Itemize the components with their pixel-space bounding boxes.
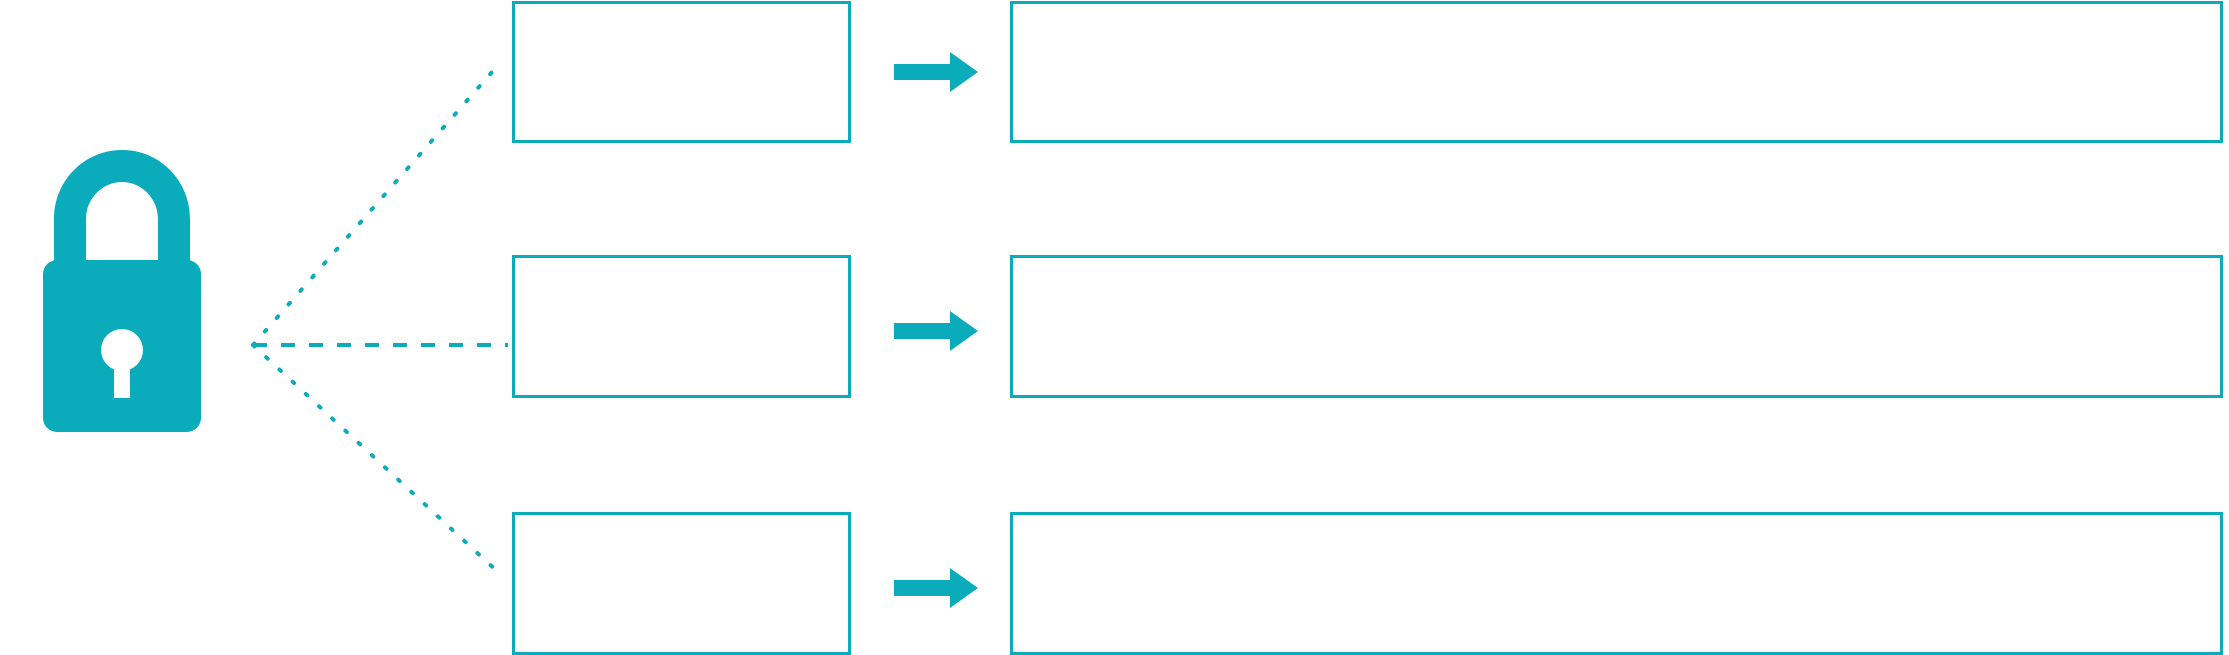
right-arrow-icon-1	[894, 52, 978, 92]
connector-line-bottom	[251, 343, 502, 576]
effect-box-3[interactable]	[1010, 512, 2223, 655]
right-arrow-icon-2	[894, 311, 978, 351]
effect-box-2[interactable]	[1010, 255, 2223, 398]
right-arrow-icon-3	[894, 568, 978, 608]
cause-box-3[interactable]	[512, 512, 851, 655]
lock-icon	[24, 150, 220, 440]
effect-box-1[interactable]	[1010, 1, 2223, 143]
connector-line-top	[251, 70, 494, 347]
cause-box-2[interactable]	[512, 255, 851, 398]
cause-box-1[interactable]	[512, 1, 851, 143]
